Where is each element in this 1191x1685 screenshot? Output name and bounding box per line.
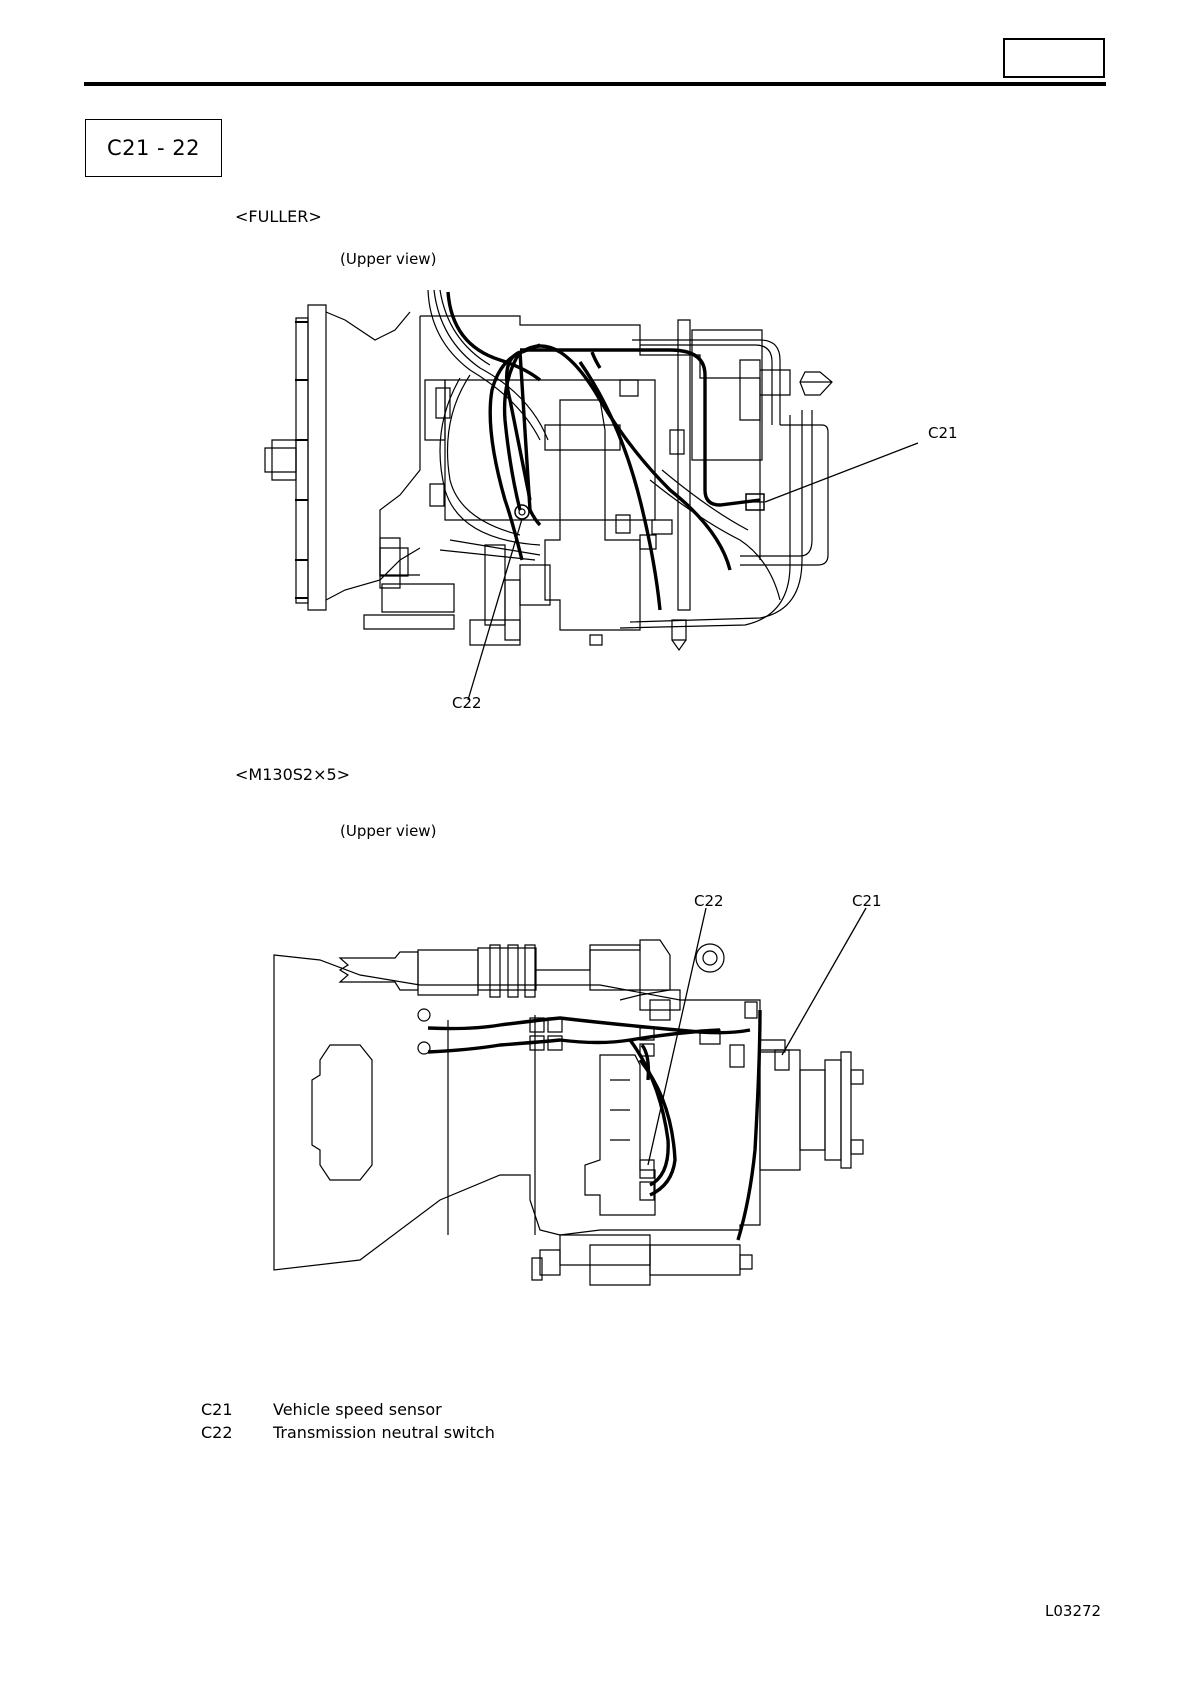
legend-code-c22: C22 [201,1423,233,1442]
legend-code-c21: C21 [201,1400,233,1419]
document-code: L03272 [1045,1602,1101,1620]
legend-desc-c21: Vehicle speed sensor [273,1400,442,1419]
legend-desc-c22: Transmission neutral switch [273,1423,495,1442]
m130s2x5-transmission-diagram [0,0,1191,1300]
